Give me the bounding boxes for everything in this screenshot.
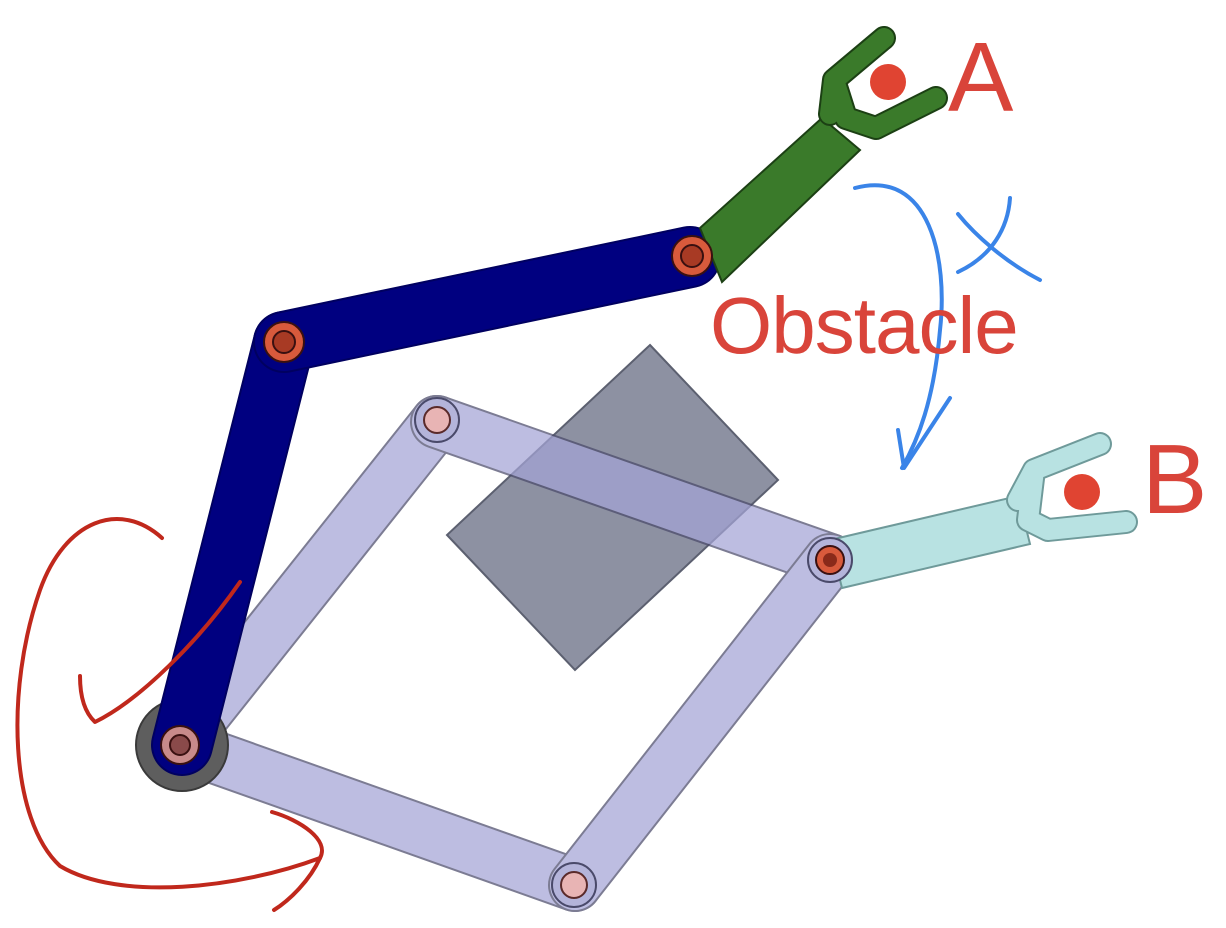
joint-base <box>160 725 200 765</box>
main-arm <box>151 226 721 776</box>
joint-ghost-bottom <box>551 862 597 908</box>
gripper-a <box>698 26 948 284</box>
blue-cross-mark <box>956 196 1042 282</box>
joint-shoulder <box>263 321 305 363</box>
target-b-dot <box>1064 474 1100 510</box>
target-b-label: B <box>1142 424 1208 534</box>
joint-elbow <box>671 235 713 277</box>
red-rotation-arrow <box>15 517 324 912</box>
joint-ghost-right <box>807 537 853 583</box>
blue-path-arrow <box>853 183 952 470</box>
target-a-dot <box>870 64 906 100</box>
target-a-label: A <box>948 22 1014 132</box>
joint-ghost-top <box>414 397 460 443</box>
obstacle-label: Obstacle <box>710 281 1019 370</box>
gripper-b <box>828 432 1138 590</box>
